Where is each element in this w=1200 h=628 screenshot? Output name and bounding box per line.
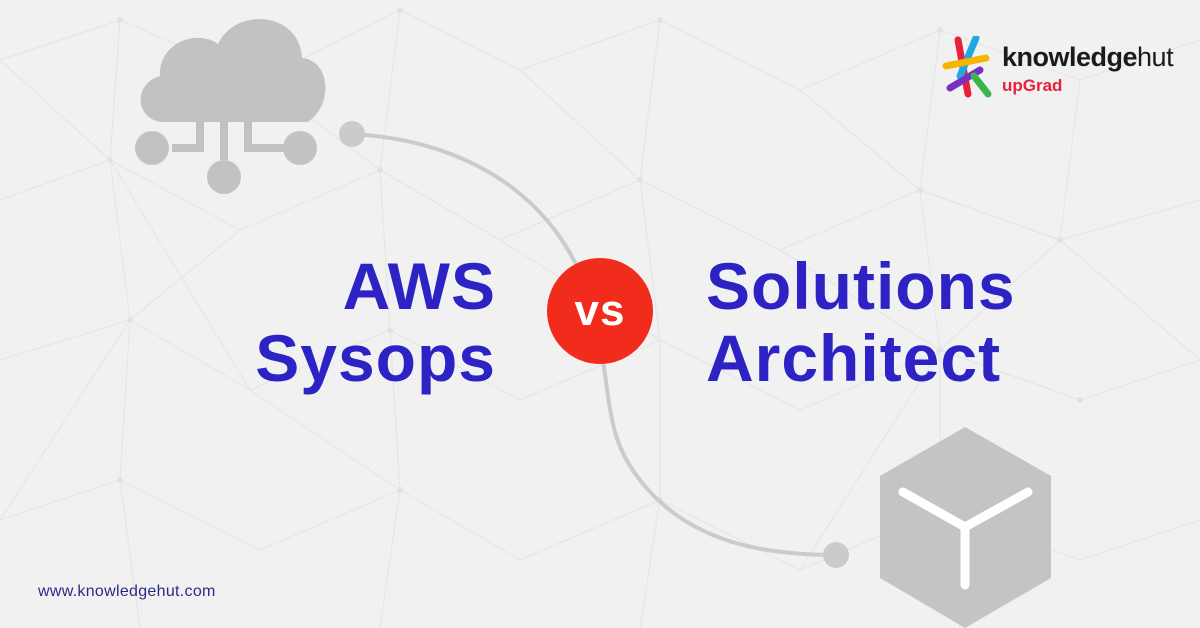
left-title-line-1: AWS	[342, 249, 496, 323]
logo-name-accent: hut	[1137, 42, 1174, 72]
cloud-network-icon	[135, 19, 326, 194]
connector-node-bottom	[823, 542, 849, 568]
left-title: AWS Sysops	[255, 250, 496, 394]
knowledgehut-logo-icon	[942, 36, 992, 98]
connector-curve	[351, 132, 837, 557]
vs-badge: vs	[547, 258, 653, 364]
logo-wordmark: knowledgehut	[1002, 42, 1174, 73]
right-title-line-2: Architect	[706, 321, 1002, 395]
knowledgehut-logo[interactable]: knowledgehut upGrad	[940, 36, 1174, 106]
mesh-nodes	[107, 7, 1083, 503]
logo-subtitle: upGrad	[1002, 76, 1063, 95]
connector-node-top	[339, 121, 365, 147]
logo-name-main: knowledge	[1002, 42, 1138, 72]
right-title: Solutions Architect	[706, 250, 1016, 394]
left-title-line-2: Sysops	[255, 321, 496, 395]
website-url[interactable]: www.knowledgehut.com	[38, 583, 216, 600]
right-title-line-1: Solutions	[706, 249, 1016, 323]
cube-icon	[880, 427, 1051, 628]
